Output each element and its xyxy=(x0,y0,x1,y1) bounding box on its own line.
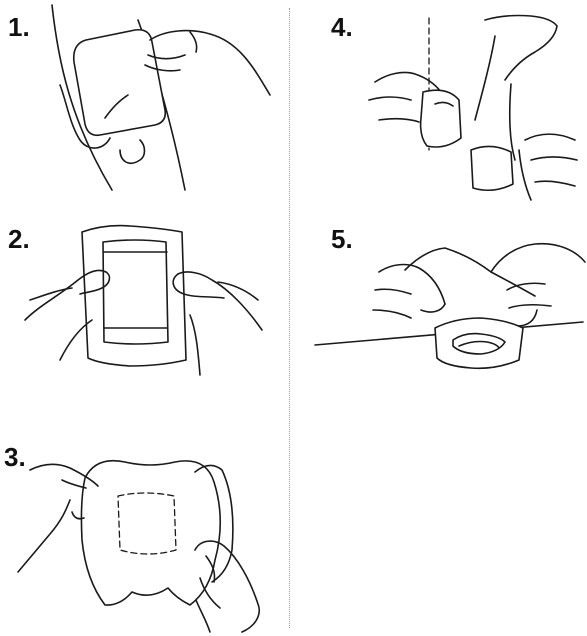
column-divider xyxy=(289,8,290,628)
step-1-illustration xyxy=(0,0,285,195)
step-5-panel: 5. xyxy=(295,210,587,385)
step-2-panel: 2. xyxy=(0,210,285,385)
step-1-panel: 1. xyxy=(0,0,285,195)
step-3-panel: 3. xyxy=(0,400,285,636)
step-3-illustration xyxy=(0,400,285,636)
step-2-illustration xyxy=(0,210,285,385)
step-5-illustration xyxy=(295,210,587,385)
step-4-illustration xyxy=(295,0,587,210)
step-4-panel: 4. xyxy=(295,0,587,210)
